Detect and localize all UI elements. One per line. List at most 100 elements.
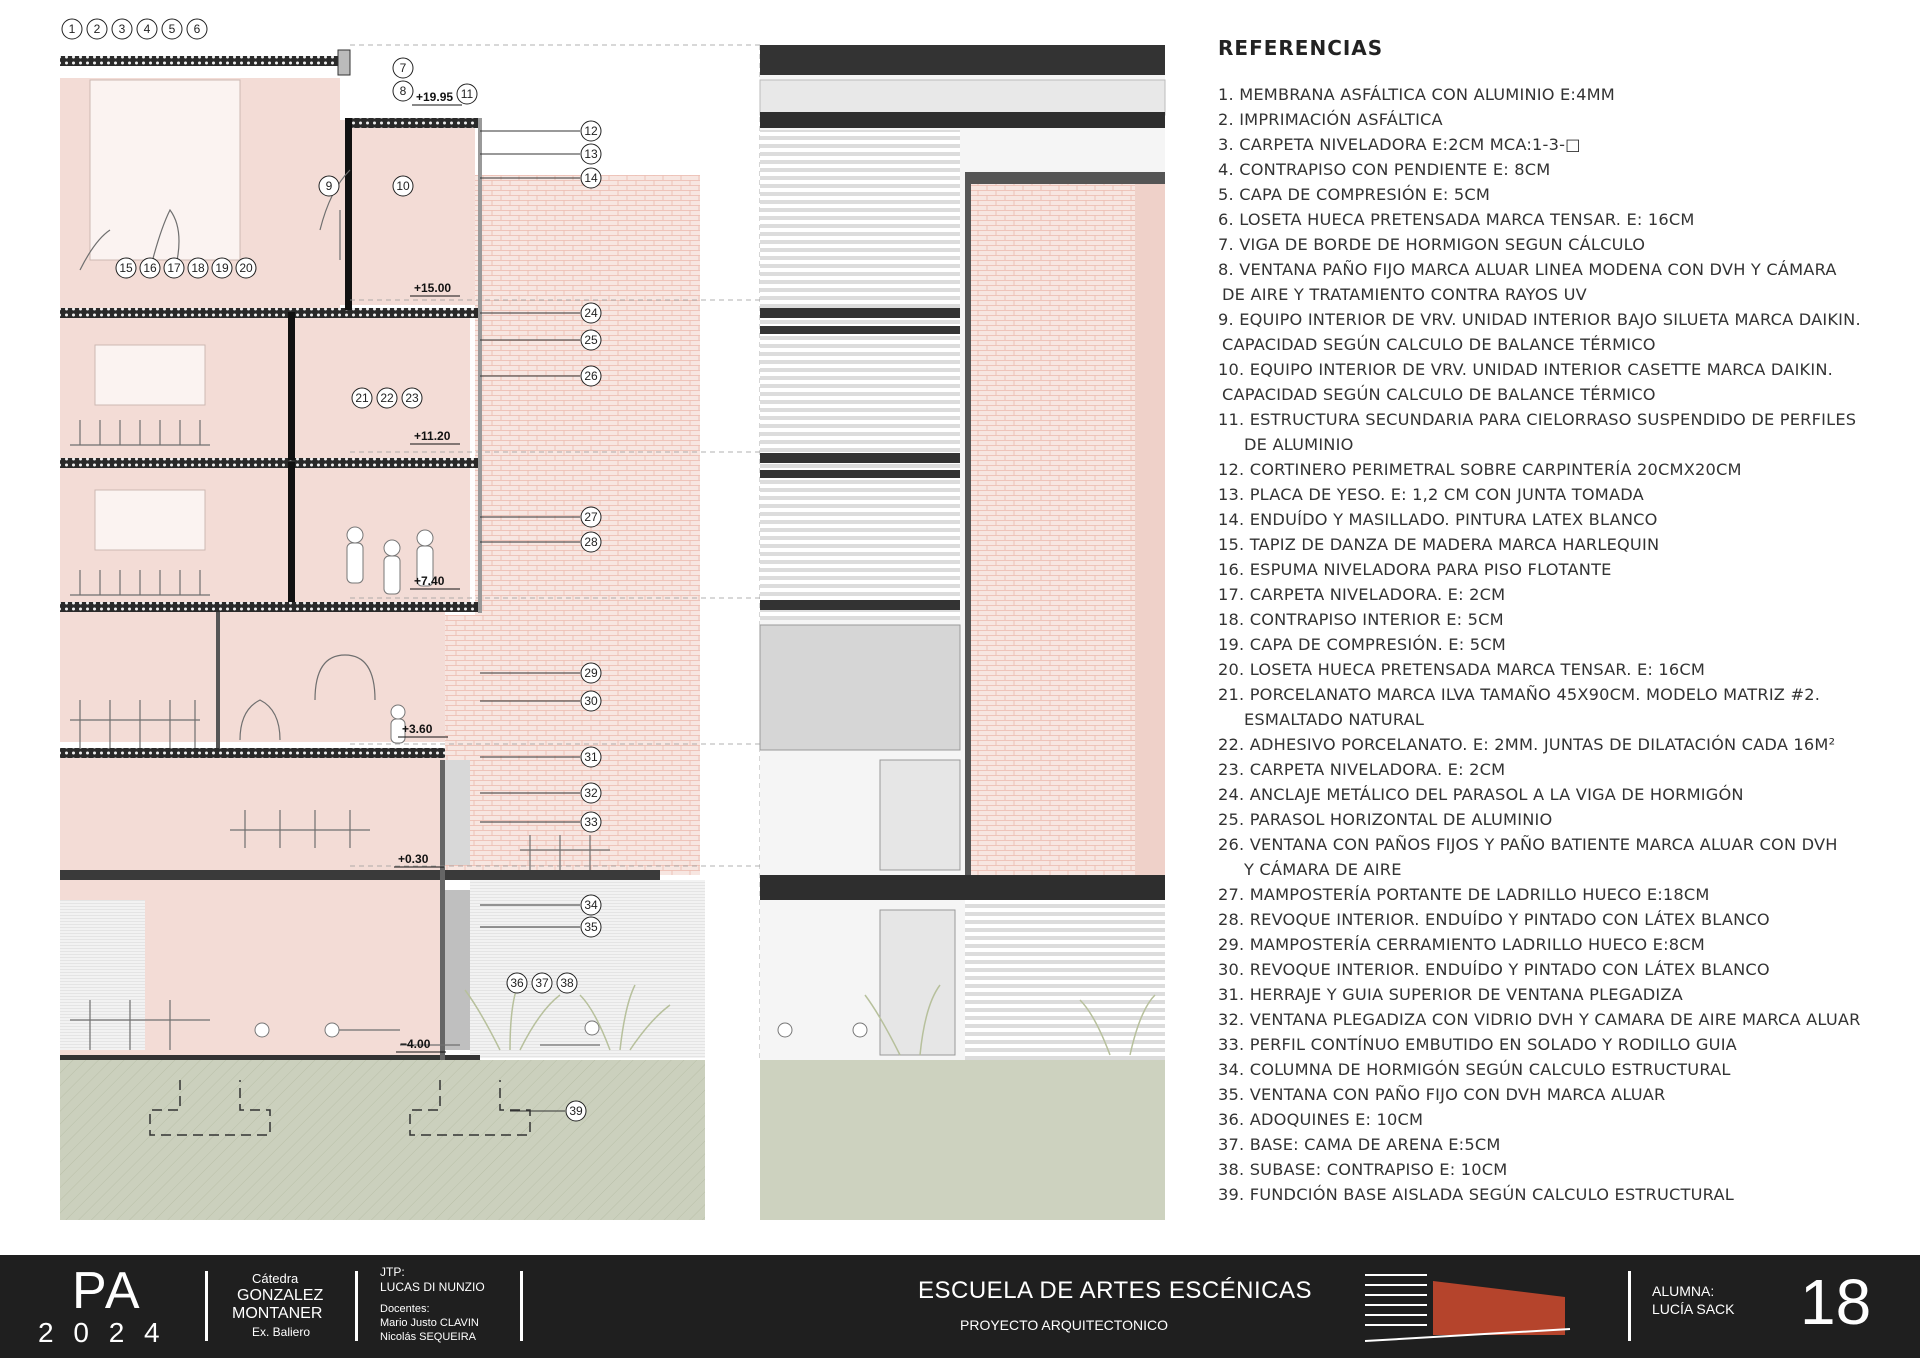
reference-item: 19. CAPA DE COMPRESIÓN. E: 5CM [1218, 635, 1506, 654]
docentes-label: Docentes: [380, 1303, 430, 1315]
callout-number: 2 [94, 22, 101, 36]
callout-number: 12 [584, 124, 598, 138]
reference-line: 9. EQUIPO INTERIOR DE VRV. UNIDAD INTERI… [1218, 310, 1861, 329]
callout-bubble: 35 [480, 916, 602, 938]
reference-item: 31. HERRAJE Y GUIA SUPERIOR DE VENTANA P… [1218, 985, 1683, 1004]
reference-item: 4. CONTRAPISO CON PENDIENTE E: 8CM [1218, 160, 1551, 179]
reference-item: 32. VENTANA PLEGADIZA CON VIDRIO DVH Y C… [1218, 1010, 1861, 1029]
callout-bubble: 4 [136, 18, 158, 40]
references-list: 1. MEMBRANA ASFÁLTICA CON ALUMINIO E:4MM… [1218, 82, 1918, 1207]
callout-bubble: 19 [211, 257, 233, 279]
student-name: LUCÍA SACK [1652, 1301, 1735, 1317]
reference-item: 8. VENTANA PAÑO FIJO MARCA ALUAR LINEA M… [1218, 257, 1918, 307]
reference-item: 26. VENTANA CON PAÑOS FIJOS Y PAÑO BATIE… [1218, 832, 1918, 882]
building-section [60, 44, 761, 1220]
reference-item: 33. PERFIL CONTÍNUO EMBUTIDO EN SOLADO Y… [1218, 1035, 1737, 1054]
reference-item: 18. CONTRAPISO INTERIOR E: 5CM [1218, 610, 1504, 629]
callout-bubble: 21 [351, 387, 373, 409]
level-mark: +3.60 [402, 722, 433, 736]
level-marks: +19.95+15.00+11.20+7.40+3.60+0.30−4.00 [394, 90, 462, 1053]
footer-divider [205, 1271, 208, 1341]
callout-number: 39 [569, 1104, 583, 1118]
reference-item: 38. SUBASE: CONTRAPISO E: 10CM [1218, 1160, 1508, 1179]
reference-line: Y CÁMARA DE AIRE [1244, 860, 1402, 879]
ground-section [60, 1060, 705, 1220]
callout-bubble: 26 [480, 365, 602, 387]
callout-bubble: 38 [556, 972, 578, 994]
callout-bubble: 12 [480, 120, 602, 142]
jtp-label: JTP: [380, 1265, 405, 1279]
reference-line: 10. EQUIPO INTERIOR DE VRV. UNIDAD INTER… [1218, 360, 1834, 379]
reference-item: 9. EQUIPO INTERIOR DE VRV. UNIDAD INTERI… [1218, 307, 1918, 357]
reference-line: DE ALUMINIO [1244, 435, 1354, 454]
course-code: PA [72, 1262, 142, 1320]
callout-number: 26 [584, 369, 598, 383]
footer-divider [520, 1271, 523, 1341]
callout-number: 3 [119, 22, 126, 36]
callout-number: 37 [535, 976, 549, 990]
footer-divider [355, 1271, 358, 1341]
callout-number: 6 [194, 22, 201, 36]
reference-line: 26. VENTANA CON PAÑOS FIJOS Y PAÑO BATIE… [1218, 835, 1838, 854]
callout-bubble: 29 [480, 662, 602, 684]
callout-bubble: 37 [531, 972, 553, 994]
reference-line: CAPACIDAD SEGÚN CALCULO DE BALANCE TÉRMI… [1222, 385, 1656, 404]
course-year: 2 0 2 4 [38, 1317, 166, 1348]
callout-number: 5 [169, 22, 176, 36]
level-mark: +0.30 [398, 852, 429, 866]
brick-facade-elevation [965, 172, 1165, 892]
reference-item: 5. CAPA DE COMPRESIÓN E: 5CM [1218, 185, 1491, 204]
callout-bubble: 6 [186, 18, 208, 40]
docente-1: Mario Justo CLAVIN [380, 1317, 479, 1329]
callout-bubble: 5 [161, 18, 183, 40]
reference-item: 30. REVOQUE INTERIOR. ENDUÍDO Y PINTADO … [1218, 960, 1770, 979]
level-mark: −4.00 [400, 1037, 431, 1051]
callout-bubble: 34 [480, 894, 602, 916]
callout-bubble: 15 [115, 257, 137, 279]
callout-number: 33 [584, 815, 598, 829]
callout-number: 27 [584, 510, 598, 524]
callout-number: 31 [584, 750, 598, 764]
reference-line: DE AIRE Y TRATAMIENTO CONTRA RAYOS UV [1222, 285, 1587, 304]
callout-bubble: 30 [480, 690, 602, 712]
callout-number: 36 [510, 976, 524, 990]
reference-item: 29. MAMPOSTERÍA CERRAMIENTO LADRILLO HUE… [1218, 935, 1705, 954]
catedra-name-line2: MONTANER [232, 1305, 323, 1322]
callout-number: 38 [560, 976, 574, 990]
callout-bubble: 16 [139, 257, 161, 279]
callout-bubble: 11 [456, 83, 478, 105]
project-subtitle: PROYECTO ARQUITECTONICO [960, 1317, 1168, 1333]
reference-item: 37. BASE: CAMA DE ARENA E:5CM [1218, 1135, 1501, 1154]
reference-item: 20. LOSETA HUECA PRETENSADA MARCA TENSAR… [1218, 660, 1706, 679]
callout-bubble: 17 [163, 257, 185, 279]
reference-line: ESMALTADO NATURAL [1244, 710, 1425, 729]
catedra-name-line1: GONZALEZ [237, 1287, 324, 1304]
callout-bubble: 8 [392, 80, 414, 102]
callout-number: 20 [239, 261, 253, 275]
reference-item: 25. PARASOL HORIZONTAL DE ALUMINIO [1218, 810, 1553, 829]
building-elevation [759, 45, 1166, 1220]
reference-item: 6. LOSETA HUECA PRETENSADA MARCA TENSAR.… [1218, 210, 1695, 229]
callout-number: 13 [584, 147, 598, 161]
reference-line: CAPACIDAD SEGÚN CALCULO DE BALANCE TÉRMI… [1222, 335, 1656, 354]
catedra-label: Cátedra [252, 1271, 299, 1286]
reference-item: 24. ANCLAJE METÁLICO DEL PARASOL A LA VI… [1218, 785, 1744, 804]
reference-item: 39. FUNDCIÓN BASE AISLADA SEGÚN CALCULO … [1218, 1185, 1734, 1204]
reference-item: 2. IMPRIMACIÓN ASFÁLTICA [1218, 110, 1443, 129]
callout-number: 7 [400, 61, 407, 75]
callout-bubble: 7 [392, 57, 414, 79]
level-mark: +7.40 [414, 574, 445, 588]
docente-2: Nicolás SEQUEIRA [380, 1331, 476, 1343]
reference-item: 34. COLUMNA DE HORMIGÓN SEGÚN CALCULO ES… [1218, 1060, 1731, 1079]
jtp-name: LUCAS DI NUNZIO [380, 1280, 485, 1294]
reference-line: 21. PORCELANATO MARCA ILVA TAMAÑO 45X90C… [1218, 685, 1821, 704]
callout-number: 1 [69, 22, 76, 36]
reference-line: 11. ESTRUCTURA SECUNDARIA PARA CIELORRAS… [1218, 410, 1857, 429]
callout-number: 35 [584, 920, 598, 934]
reference-item: 28. REVOQUE INTERIOR. ENDUÍDO Y PINTADO … [1218, 910, 1770, 929]
student-label: ALUMNA: [1652, 1283, 1715, 1299]
catedra-sub: Ex. Baliero [252, 1325, 311, 1339]
reference-item: 23. CARPETA NIVELADORA. E: 2CM [1218, 760, 1506, 779]
reference-item: 13. PLACA DE YESO. E: 1,2 CM CON JUNTA T… [1218, 485, 1644, 504]
